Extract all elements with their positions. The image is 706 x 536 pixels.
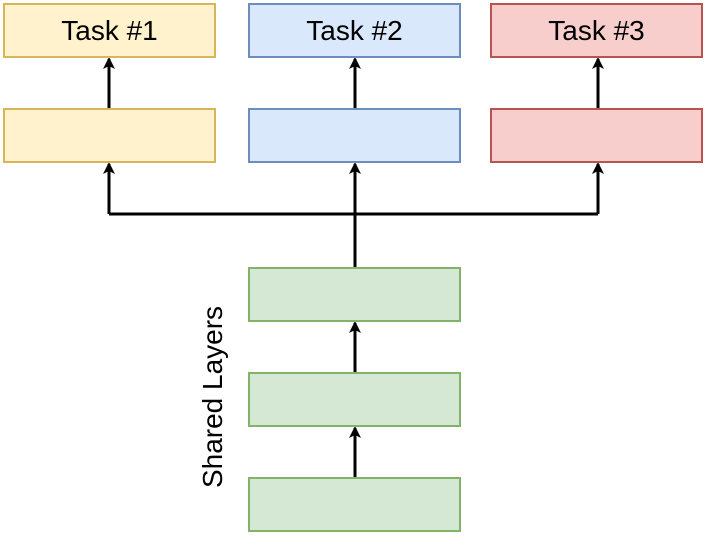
task-3-label: Task #3 xyxy=(548,15,645,46)
task-2-group: Task #2 xyxy=(248,3,461,163)
task-2-layer-box xyxy=(248,108,461,163)
task-1-layer-box xyxy=(3,108,216,163)
task-3-head-box xyxy=(490,3,703,58)
shared-layer-bottom xyxy=(248,477,461,532)
task-3-group: Task #3 xyxy=(490,3,703,163)
task-3-layer-box xyxy=(490,108,703,163)
shared-layers-group: Shared Layers xyxy=(197,267,461,532)
task-1-group: Task #1 xyxy=(3,3,216,163)
task-2-label: Task #2 xyxy=(306,15,403,46)
task-1-head-box xyxy=(3,3,216,58)
connectors xyxy=(103,57,604,478)
shared-layer-middle xyxy=(248,372,461,427)
shared-layers-label: Shared Layers xyxy=(197,306,228,488)
task-1-label: Task #1 xyxy=(61,15,158,46)
shared-layer-top xyxy=(248,267,461,322)
task-2-head-box xyxy=(248,3,461,58)
